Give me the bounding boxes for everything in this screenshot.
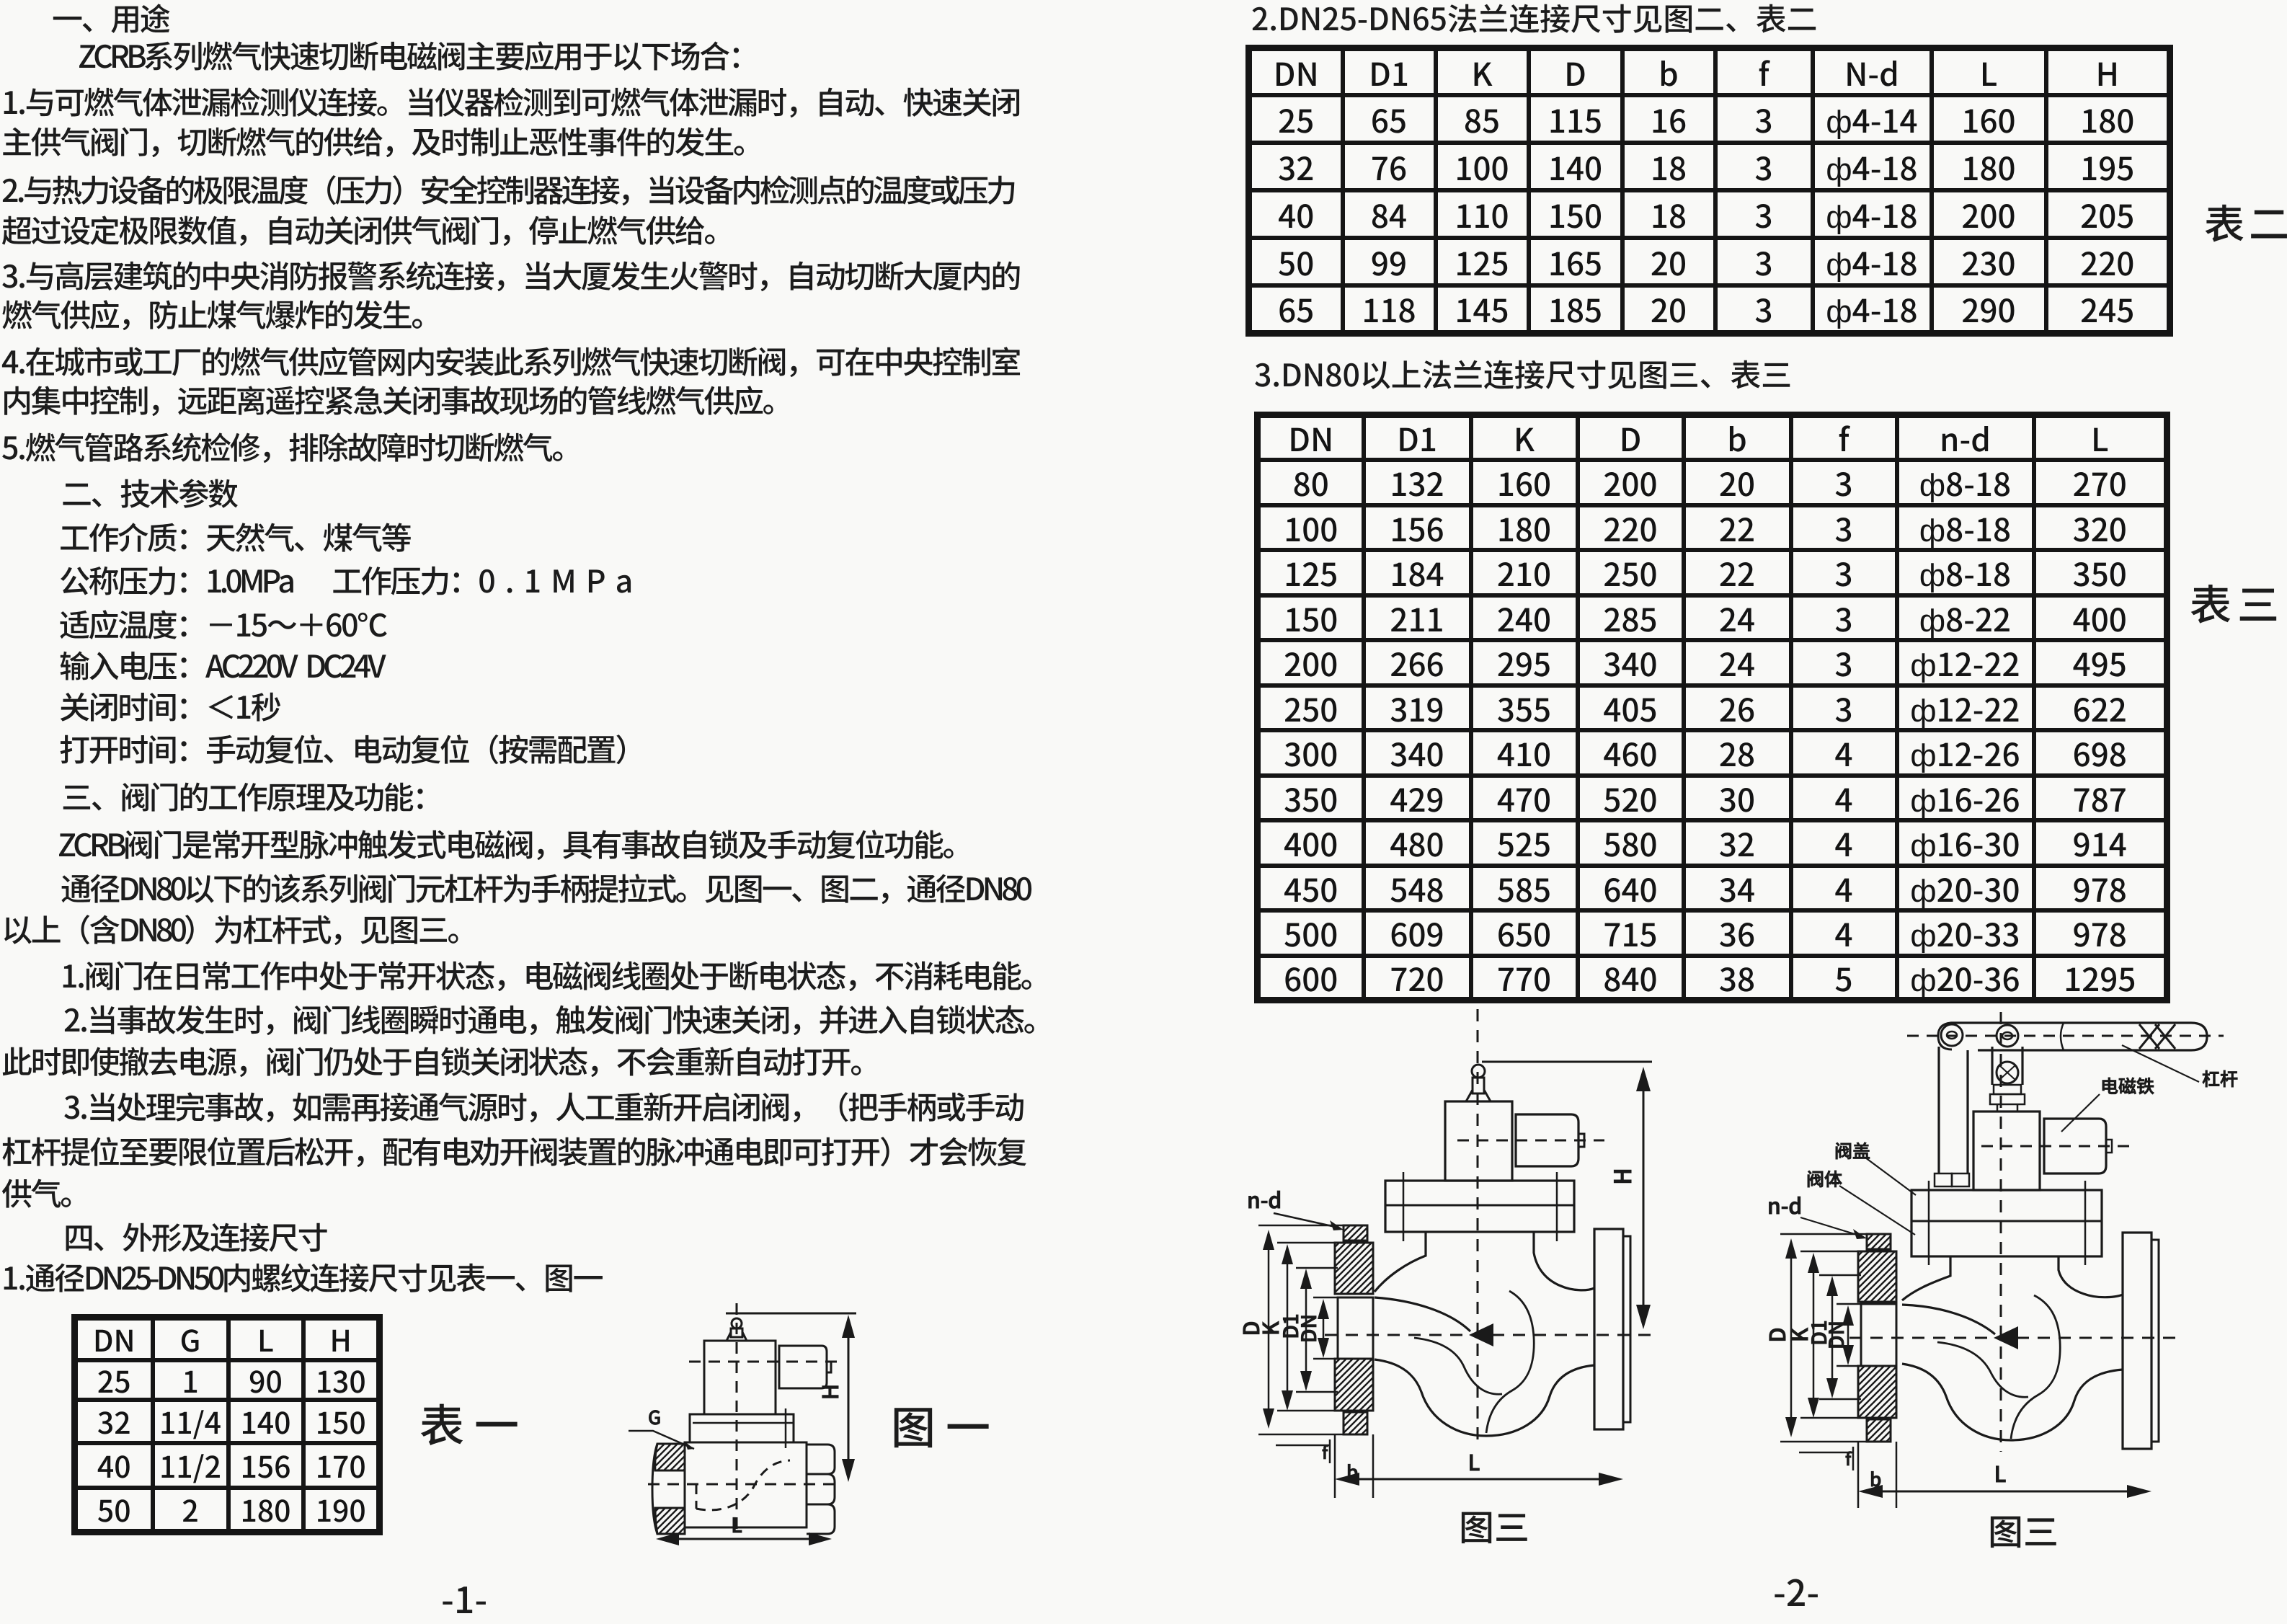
svg-text:H: H	[813, 1384, 845, 1400]
svg-text:DN: DN	[1821, 1321, 1850, 1349]
svg-text:D: D	[1760, 1328, 1792, 1343]
svg-text:K: K	[1782, 1327, 1814, 1342]
svg-text:n-d: n-d	[1247, 1183, 1282, 1215]
svg-text:K: K	[1253, 1321, 1285, 1336]
svg-text:杠杆: 杠杆	[2202, 1065, 2238, 1091]
svg-text:L: L	[1994, 1457, 2007, 1488]
svg-text:n-d: n-d	[1767, 1189, 1802, 1220]
svg-text:D1: D1	[1276, 1313, 1305, 1339]
svg-text:电磁铁: 电磁铁	[2100, 1073, 2155, 1099]
svg-text:H: H	[1605, 1168, 1638, 1185]
svg-text:D1: D1	[1804, 1320, 1833, 1346]
svg-text:f: f	[1845, 1445, 1852, 1470]
svg-text:G: G	[648, 1403, 661, 1430]
svg-text:L: L	[1468, 1445, 1480, 1477]
svg-text:b: b	[1870, 1465, 1881, 1492]
svg-text:阀盖: 阀盖	[1834, 1137, 1870, 1163]
svg-text:D: D	[1240, 1321, 1266, 1336]
svg-text:DN: DN	[1294, 1314, 1323, 1343]
svg-text:阀体: 阀体	[1806, 1166, 1843, 1192]
svg-text:L: L	[731, 1510, 742, 1539]
svg-text:f: f	[1322, 1439, 1329, 1464]
